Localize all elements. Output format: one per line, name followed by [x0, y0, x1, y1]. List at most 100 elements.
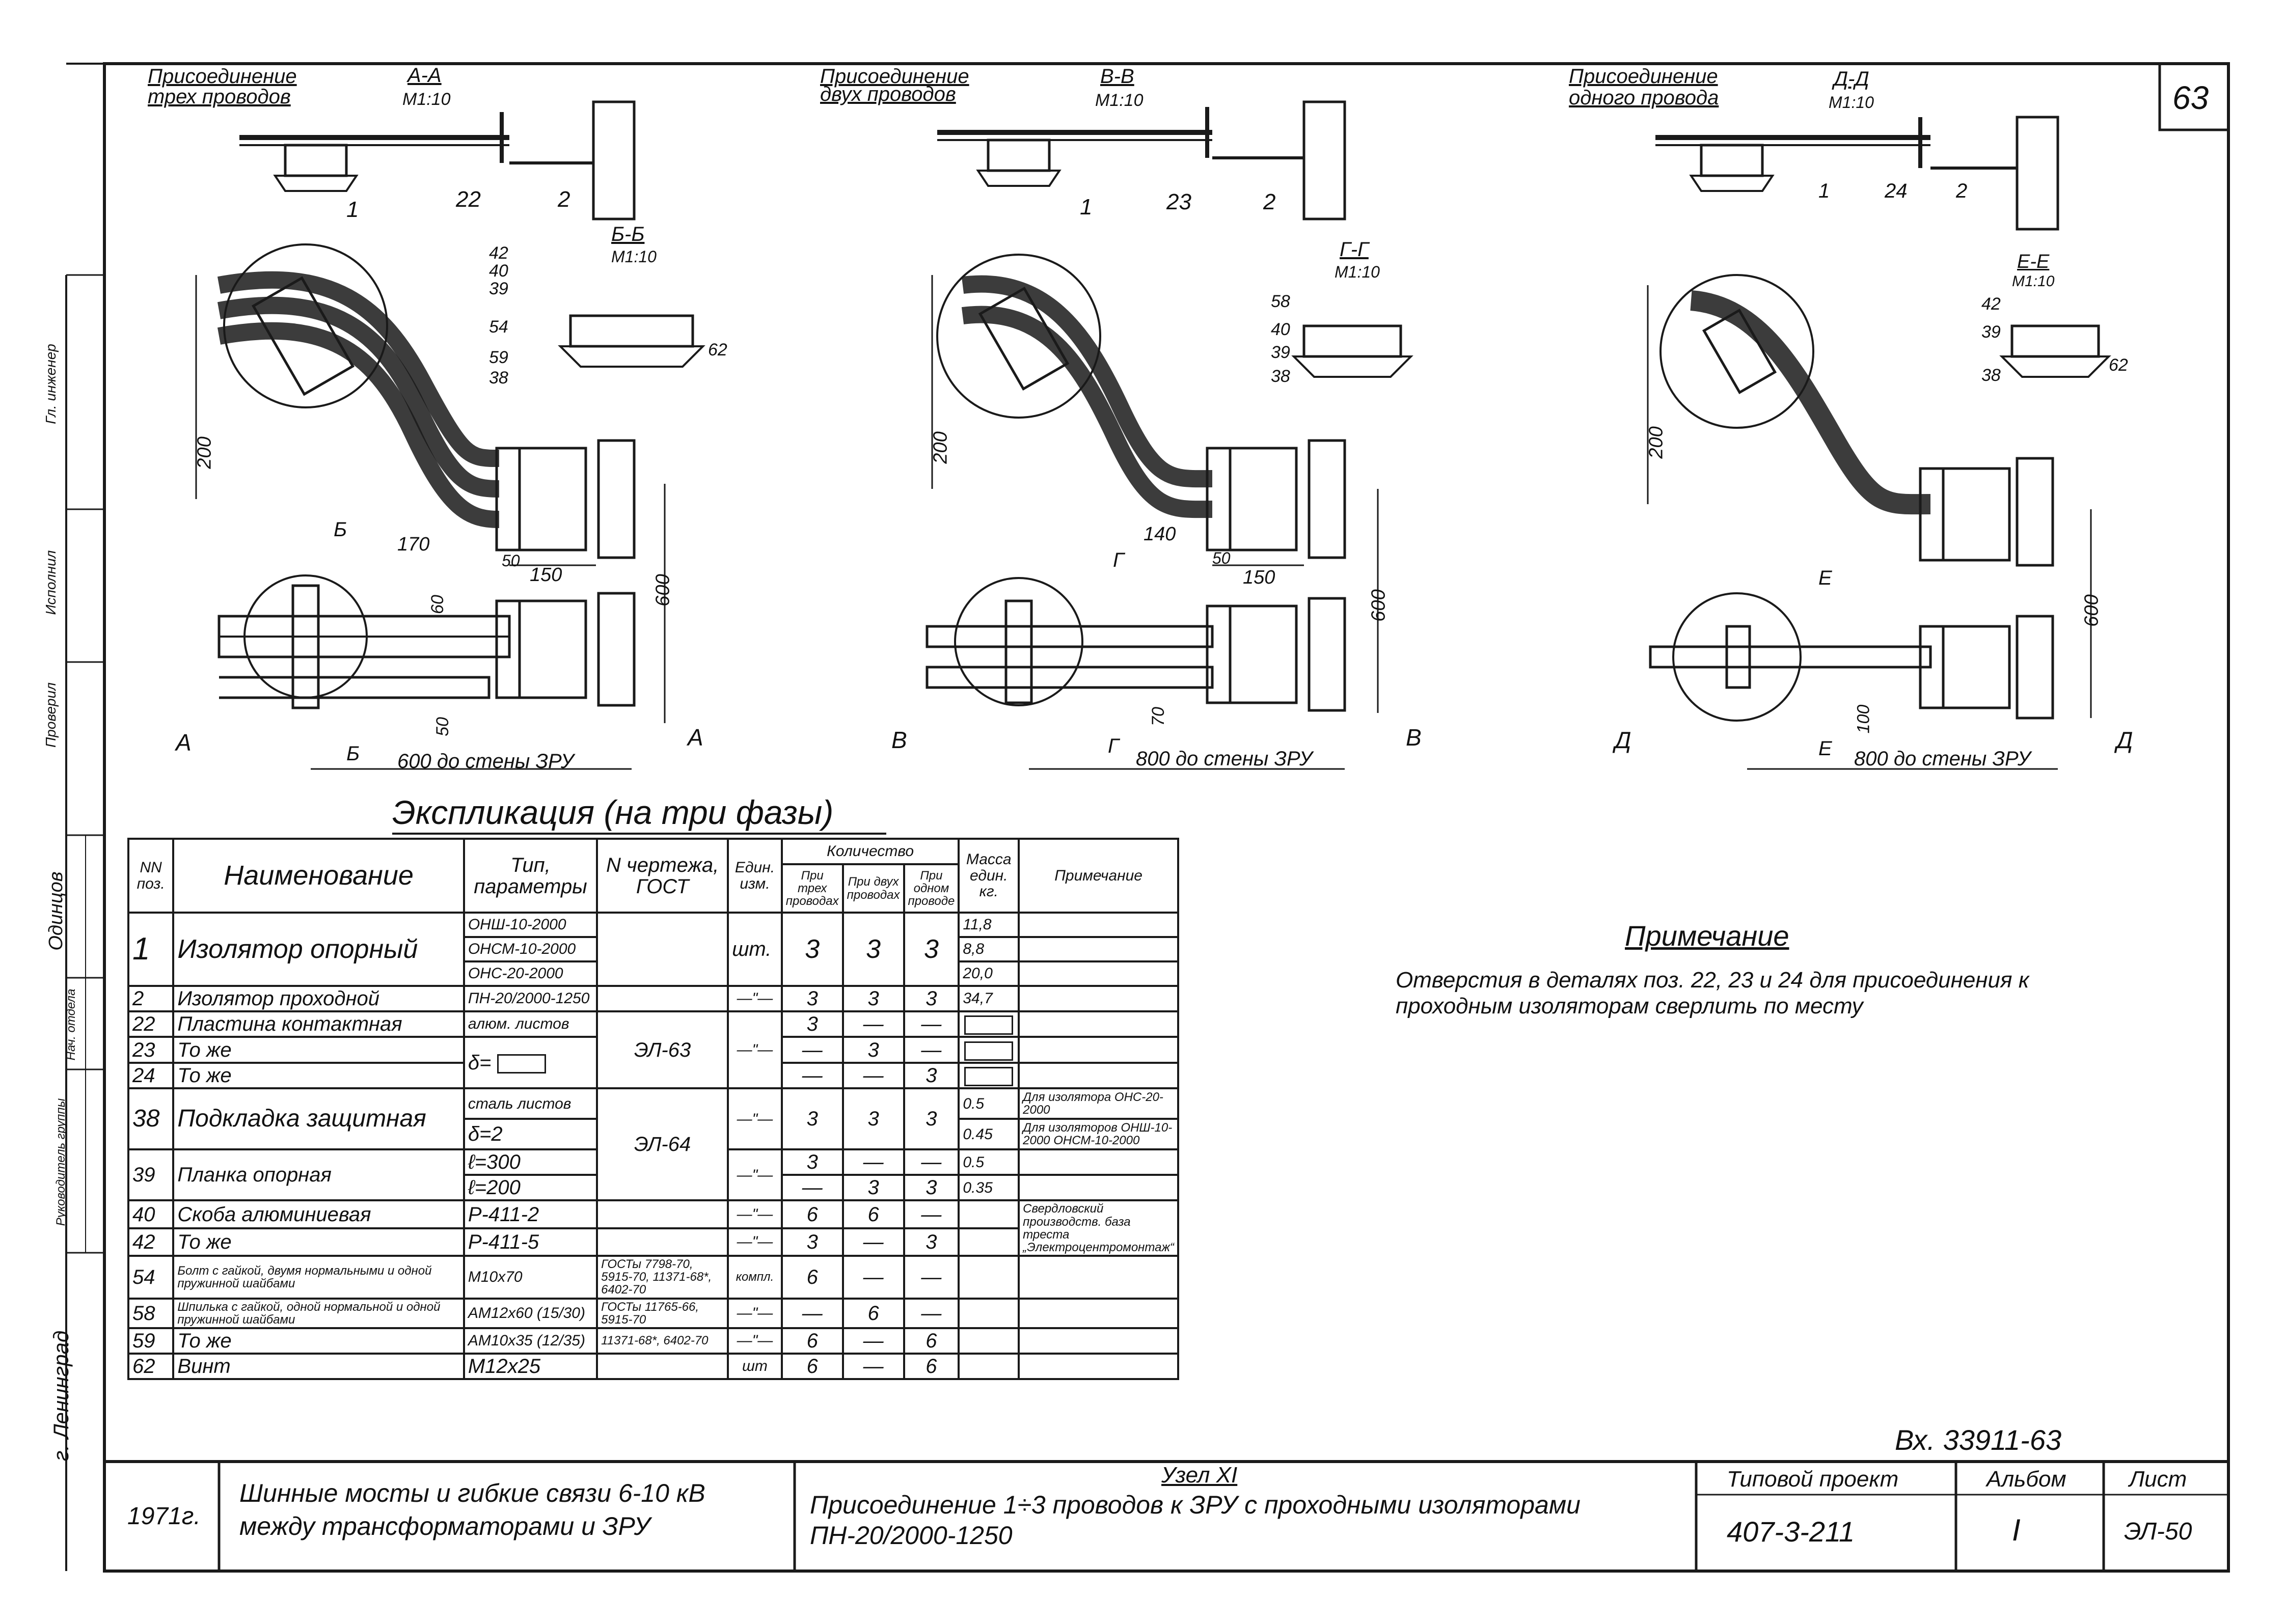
row-name: Винт	[172, 1353, 465, 1380]
title-typ-project-value: 407-3-211	[1727, 1516, 1855, 1548]
view-1-corner-a-right: А	[688, 724, 703, 751]
row-q3: 3	[780, 1010, 844, 1038]
view-2-callout-1: 1	[1080, 195, 1093, 219]
table-row: 38 Подкладка защитная сталь листов ЭЛ-64…	[127, 1087, 1179, 1202]
view-2-dim-70: 70	[1148, 707, 1168, 726]
row-q3: 6	[780, 1353, 844, 1380]
view-2-scale: М1:10	[1095, 91, 1144, 110]
view-1-callout-62: 62	[708, 340, 727, 360]
row-mass: 34,7	[958, 985, 1020, 1012]
row-unit: —"—	[727, 1199, 783, 1229]
view-2-title-line2: двух проводов	[820, 83, 956, 105]
row-q3: 6	[780, 1255, 844, 1300]
view-2-dim-600: 600	[1368, 589, 1390, 622]
table-row: 54 Болт с гайкой, двумя нормальными и од…	[127, 1255, 1179, 1300]
row-num: 54	[127, 1255, 175, 1300]
row-type: ОНС-20-2000	[462, 960, 598, 987]
row-name: То же	[172, 1227, 465, 1257]
view-1-callout-22: 22	[456, 187, 481, 212]
side-stamp-city: г. Ленинград	[49, 1330, 73, 1462]
row-q1: 3	[903, 1227, 960, 1257]
title-album-label: Альбом	[1986, 1467, 2066, 1492]
row-q3: 3	[780, 1148, 844, 1176]
row-q3: 3	[780, 985, 844, 1012]
row-q2: 3	[841, 1036, 905, 1064]
row-q1: 3	[903, 1061, 960, 1090]
row-type: Р-411-5	[462, 1227, 598, 1257]
row-q2: —	[841, 1353, 905, 1380]
row-q2: 6	[841, 1297, 905, 1330]
view-2-section2: Г-Г	[1340, 238, 1369, 261]
view-2-geometry	[926, 100, 1413, 770]
table-header-row: NN поз. Наименование Тип, параметры N че…	[127, 838, 1179, 914]
table-row: 42 То же Р-411-5 —"— 3 — 3	[127, 1227, 1178, 1257]
view-2-section: В-В	[1100, 65, 1134, 88]
view-1-section: А-А	[407, 64, 442, 87]
row-note: Свердловский производств. база треста „Э…	[1018, 1199, 1179, 1257]
row-num: 39	[127, 1148, 175, 1202]
row-mass: 0.5	[958, 1087, 1020, 1120]
row-drawing: ГОСТы 11765-66, 5915-70	[596, 1297, 729, 1330]
title-sheet-value: ЭЛ-50	[2124, 1518, 2192, 1545]
view-1-callout-42: 42	[489, 243, 508, 263]
view-2-scale2: М1:10	[1335, 263, 1380, 281]
row-type: сталь листов	[462, 1087, 598, 1120]
view-2-dim-150: 150	[1243, 567, 1275, 588]
sheet-corner-number: 63	[2172, 79, 2209, 116]
title-year: 1971г.	[127, 1503, 201, 1530]
view-3-geometry	[1647, 116, 2111, 770]
view-3-title-line2: одного провода	[1569, 87, 1719, 109]
row-unit: шт.	[727, 912, 783, 987]
header-qty3: При трех проводах	[780, 863, 844, 914]
row-q3: 6	[780, 1327, 844, 1355]
table-row: 24 То же — — 3	[127, 1061, 1179, 1090]
view-3-scale2: М1:10	[2012, 273, 2055, 290]
table-row: 22 Пластина контактная алюм. листов ЭЛ-6…	[127, 1010, 1179, 1090]
row-q2: —	[841, 1227, 905, 1257]
row-type: Р-411-2	[462, 1199, 598, 1229]
side-stamp-role: Гл. инженер	[43, 344, 59, 424]
view-1-dim-170: 170	[397, 534, 430, 555]
row-name: Планка опорная	[172, 1148, 465, 1202]
view-1-dim-200: 200	[194, 436, 215, 469]
row-num: 2	[127, 985, 175, 1012]
row-unit: —"—	[727, 1010, 783, 1090]
view-1-callout-59: 59	[489, 348, 508, 367]
view-2-title-line1: Присоединение	[820, 65, 969, 88]
view-3-dim-200: 200	[1645, 426, 1667, 459]
table-row: 59 То же АМ10х35 (12/35) 11371-68*, 6402…	[127, 1327, 1179, 1355]
view-1-callout-38: 38	[489, 368, 508, 388]
table-row: 23 То же δ= — 3 —	[127, 1036, 1179, 1090]
row-num: 23	[127, 1036, 175, 1064]
title-typ-project-label: Типовой проект	[1727, 1467, 1899, 1492]
row-q2: —	[841, 1061, 905, 1090]
row-q2: —	[841, 1010, 905, 1038]
view-1-title-line2: трех проводов	[148, 86, 291, 108]
row-type: АМ12х60 (15/30)	[462, 1297, 598, 1330]
side-stamp-role: Нач. отдела	[64, 988, 78, 1061]
view-1-dim-600: 600	[652, 574, 674, 607]
row-mass: 11,8	[958, 912, 1020, 938]
mass-placeholder-box	[964, 1015, 1014, 1035]
row-q1: 6	[903, 1353, 960, 1380]
view-1-dim-50: 50	[502, 552, 520, 570]
row-name: Скоба алюминиевая	[172, 1199, 465, 1229]
row-note: Для изолятора ОНС-20-2000	[1018, 1087, 1179, 1120]
row-num: 59	[127, 1327, 175, 1355]
row-q1: 6	[903, 1327, 960, 1355]
header-note: Примечание	[1018, 838, 1179, 914]
row-name: Изолятор проходной	[172, 985, 465, 1012]
row-type: М10х70	[462, 1255, 598, 1300]
row-q1: —	[903, 1297, 960, 1330]
view-1-scale2: М1:10	[611, 247, 657, 266]
view-1-callout-54: 54	[489, 317, 508, 337]
row-unit: —"—	[727, 1087, 783, 1151]
row-num: 40	[127, 1199, 175, 1229]
header-qty: Количество	[780, 838, 960, 865]
row-q2: 3	[841, 1174, 905, 1202]
row-name: Шпилька с гайкой, одной нормальной и одн…	[172, 1297, 465, 1330]
row-note: Для изоляторов ОНШ-10-2000 ОНСМ-10-2000	[1018, 1118, 1179, 1151]
header-drawing: N чертежа, ГОСТ	[596, 838, 729, 914]
row-type: М12х25	[462, 1353, 598, 1380]
